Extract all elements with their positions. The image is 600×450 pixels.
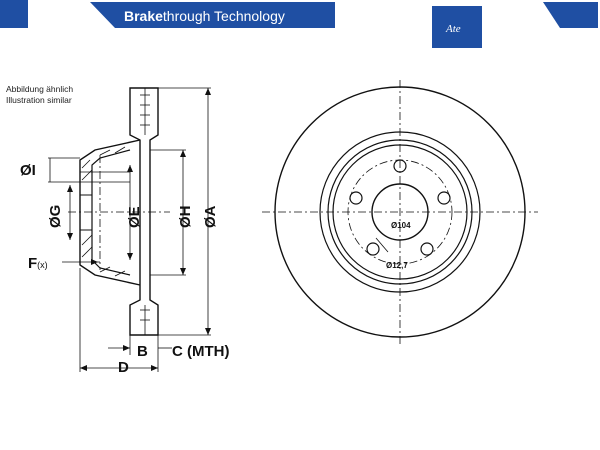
bolt-hole (366, 242, 380, 256)
label-dia-H: ØH (177, 206, 194, 229)
bolt-hole (437, 191, 451, 205)
front-view: Ø104 Ø12,7 (262, 80, 538, 345)
illustration-note-de: Abbildung ähnlich (6, 84, 73, 94)
ate-logo-box (432, 6, 482, 48)
hat-profile-inner (91, 149, 131, 276)
bolt-hole (420, 242, 434, 256)
label-dia-G: ØG (47, 205, 64, 228)
hat-hatching (81, 146, 126, 277)
hole-leader (375, 237, 389, 253)
brand-banner-bg (90, 2, 335, 28)
brand-title: Brakethrough Technology (124, 8, 285, 24)
label-dia-A: ØA (202, 205, 219, 228)
hat-profile-outer (79, 139, 141, 286)
label-dia-I: ØI (20, 162, 36, 179)
right-banner-bg (543, 2, 598, 28)
label-C-mth: C (MTH) (172, 343, 229, 360)
ate-logo: Ate (445, 23, 461, 35)
label-pcd: Ø104 (391, 221, 411, 230)
brand-bold: Brake (124, 8, 163, 24)
illustration-note-en: Illustration similar (6, 95, 72, 105)
label-dia-E: ØE (126, 206, 143, 228)
header-banner: Brakethrough Technology Ate (0, 0, 598, 48)
label-B: B (137, 343, 148, 360)
side-section-view: ØI ØG ØE ØH ØA F(x) B (20, 87, 229, 376)
left-corner-block (0, 0, 28, 28)
label-D: D (118, 359, 129, 376)
brand-rest: through Technology (163, 8, 285, 24)
bolt-hole (349, 191, 363, 205)
label-F: F(x) (28, 255, 48, 272)
label-hole-dia: Ø12,7 (386, 261, 408, 270)
